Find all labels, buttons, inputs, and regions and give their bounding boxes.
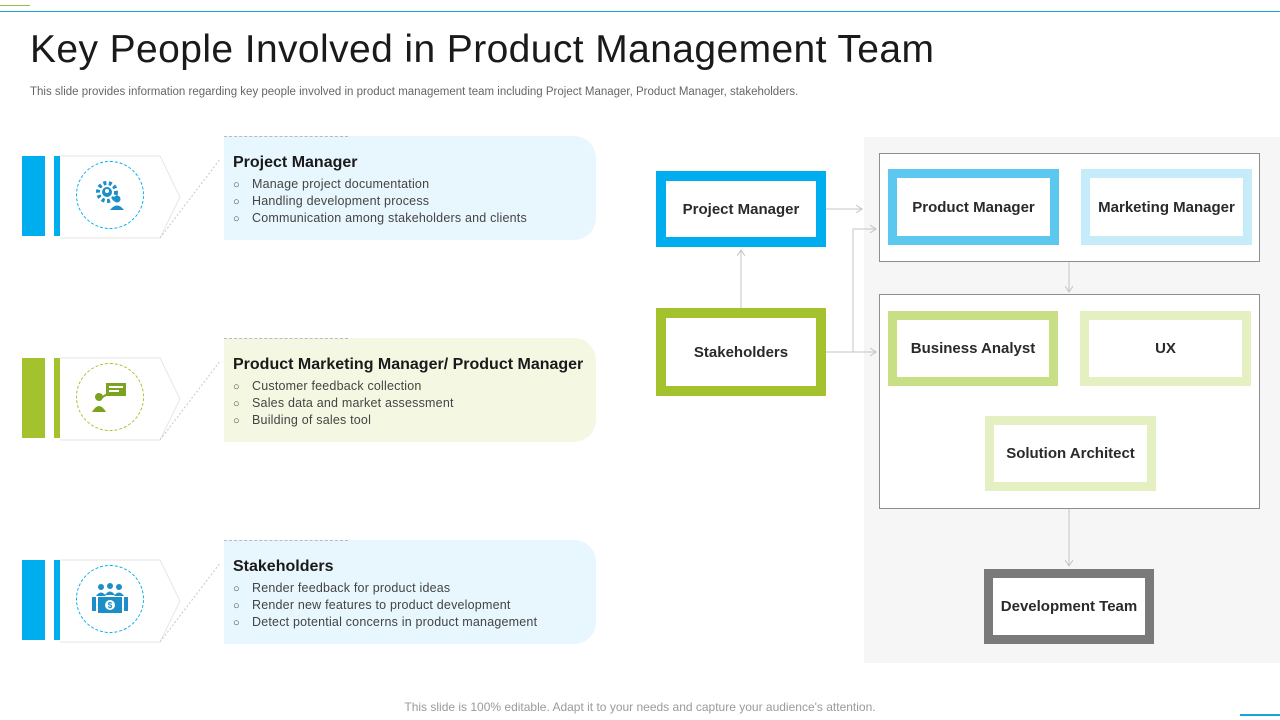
list-item: ○Render new features to product developm…: [233, 598, 511, 612]
card-bullets: ○Render feedback for product ideas ○Rend…: [233, 580, 537, 631]
accent-bar: [22, 156, 45, 236]
org-box-solution-architect: Solution Architect: [985, 416, 1156, 491]
card-bullets: ○Customer feedback collection ○Sales dat…: [233, 378, 454, 429]
card-title: Stakeholders: [233, 558, 334, 575]
org-box-ux: UX: [1080, 311, 1251, 386]
org-box-marketing-manager: Marketing Manager: [1081, 169, 1252, 245]
card-title: Product Marketing Manager/ Product Manag…: [233, 356, 584, 373]
list-item: ○Detect potential concerns in product ma…: [233, 615, 538, 629]
role-card-stakeholders: $ Stakeholders ○Render feedback for prod…: [0, 540, 620, 650]
card-title: Project Manager: [233, 154, 358, 171]
list-item: ○Handling development process: [233, 194, 430, 208]
svg-text:$: $: [108, 601, 113, 610]
list-item: ○Sales data and market assessment: [233, 396, 454, 410]
gear-people-icon: [76, 161, 144, 229]
list-item: ○Manage project documentation: [233, 177, 430, 191]
accent-bar: [22, 560, 45, 640]
list-item: ○Customer feedback collection: [233, 379, 422, 393]
team-money-icon: $: [76, 565, 144, 633]
org-box-development-team: Development Team: [984, 569, 1154, 644]
bottom-accent: [1240, 714, 1280, 716]
list-item: ○Building of sales tool: [233, 413, 372, 427]
list-item: ○Render feedback for product ideas: [233, 581, 451, 595]
role-card-project-manager: Project Manager ○Manage project document…: [0, 136, 620, 246]
card-body: [224, 136, 596, 240]
footer-note: This slide is 100% editable. Adapt it to…: [404, 700, 876, 714]
accent-bar-thin: [54, 358, 61, 438]
accent-bar-thin: [54, 156, 61, 236]
top-accent-mark: [0, 5, 30, 6]
card-body: [224, 540, 596, 644]
card-body: [224, 338, 596, 442]
org-box-business-analyst: Business Analyst: [888, 311, 1058, 386]
list-item: ○Communication among stakeholders and cl…: [233, 211, 527, 225]
org-box-product-manager: Product Manager: [888, 169, 1059, 245]
page-title: Key People Involved in Product Managemen…: [30, 28, 935, 71]
org-box-stakeholders: Stakeholders: [656, 308, 826, 396]
page-subtitle: This slide provides information regardin…: [30, 86, 799, 98]
accent-bar-thin: [54, 560, 61, 640]
top-rule: [0, 11, 1280, 12]
accent-bar: [22, 358, 45, 438]
presenter-icon: [76, 363, 144, 431]
role-card-product-marketing-manager: Product Marketing Manager/ Product Manag…: [0, 338, 620, 448]
org-box-project-manager: Project Manager: [656, 171, 826, 247]
card-bullets: ○Manage project documentation ○Handling …: [233, 176, 527, 227]
